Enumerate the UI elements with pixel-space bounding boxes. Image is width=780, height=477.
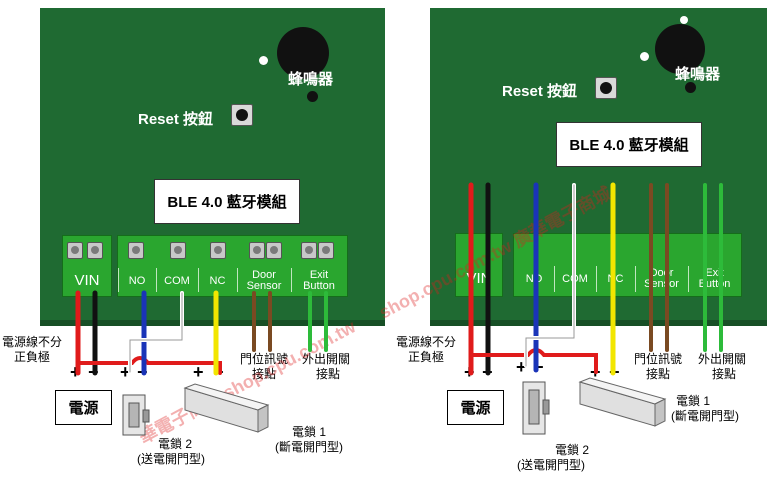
lock2-strike-icon-right <box>522 381 550 435</box>
red-bus-wire <box>76 356 222 375</box>
exit-note-right-1: 外出開關 <box>698 352 747 366</box>
door-sensor-label-right-2: Sensor <box>644 278 679 290</box>
exit-screw-1 <box>301 242 317 259</box>
buzzer-icon <box>277 27 329 79</box>
exit-screw-2 <box>318 242 334 259</box>
lock2-label-right-1: 電鎖 2 <box>555 443 590 457</box>
door-signal-note-1: 門位訊號 <box>240 352 289 366</box>
power-wire-note-2: 正負極 <box>14 350 51 364</box>
lock1-maglock-icon-right <box>578 377 667 427</box>
nc-label: NC <box>209 275 226 287</box>
power-supply-label-right: 電源 <box>460 400 491 417</box>
ble-module-box-right: BLE 4.0 藍牙模組 <box>556 122 702 167</box>
exit-note-2: 接點 <box>316 367 341 381</box>
ble-module-label: BLE 4.0 藍牙模組 <box>167 194 287 211</box>
vin-screw-1 <box>67 242 83 259</box>
door-sensor-label-1: Door <box>252 269 276 281</box>
ble-module-box: BLE 4.0 藍牙模組 <box>154 179 300 224</box>
power-supply-box: 電源 <box>55 390 112 425</box>
com-screw <box>170 242 186 259</box>
vin-terminal: VIN <box>62 235 112 297</box>
buzzer-icon <box>655 24 705 74</box>
vin-terminal-right: VIN <box>455 233 503 297</box>
power-wire-note-1: 電源線不分 <box>2 335 63 349</box>
buzzer-hole-icon-2 <box>680 16 688 24</box>
buzzer-pin-icon <box>685 82 696 93</box>
lock1-label-right-1: 電鎖 1 <box>676 394 711 408</box>
lock2-plus: + <box>120 362 131 382</box>
vin-label: VIN <box>74 272 100 289</box>
reset-label: Reset 按鈕 <box>138 111 214 128</box>
door-sensor-label-2: Sensor <box>246 280 282 292</box>
buzzer-hole-icon <box>640 52 649 61</box>
right-wires <box>468 182 723 376</box>
buzzer-label: 蜂鳴器 <box>288 71 334 88</box>
exit-button-label-right-2: Button <box>698 278 731 290</box>
left-diagram: 蜂鳴器 Reset 按鈕 BLE 4.0 藍牙模組 VIN NO COM NC … <box>2 8 385 466</box>
door-screw-2 <box>266 242 282 259</box>
lock2-label-1: 電鎖 2 <box>158 437 193 451</box>
door-signal-note-right-1: 門位訊號 <box>634 352 683 366</box>
lock2-label-2: (送電開門型) <box>137 452 205 466</box>
no-label: NO <box>128 275 146 287</box>
door-signal-note-2: 接點 <box>252 367 277 381</box>
com-label: COM <box>164 275 190 287</box>
left-wires <box>75 290 328 376</box>
io-terminal: NO COM NC Door Sensor Exit Button <box>117 235 348 297</box>
door-signal-note-right-2: 接點 <box>646 367 671 381</box>
com-white-wire-right <box>524 183 576 368</box>
power-wire-note-right-2: 正負極 <box>408 350 445 364</box>
vin-screw-2 <box>87 242 103 259</box>
exit-button-label-1: Exit <box>309 269 329 281</box>
power-wire-note-right-1: 電源線不分 <box>396 335 457 349</box>
exit-note-right-2: 接點 <box>712 367 737 381</box>
door-sensor-label-right-1: Door <box>649 267 674 279</box>
lock1-label-right-2: (斷電開門型) <box>671 409 739 423</box>
lock1-maglock-icon <box>183 383 270 433</box>
ble-module-label-right: BLE 4.0 藍牙模組 <box>569 137 689 154</box>
lock2-label-right-2: (送電開門型) <box>517 458 585 472</box>
reset-label-right: Reset 按鈕 <box>502 83 578 100</box>
power-supply-label: 電源 <box>68 400 99 417</box>
lock1-label-1: 電鎖 1 <box>292 425 327 439</box>
lock2-plus-right: + <box>516 357 527 377</box>
exit-button-label-2: Button <box>303 280 335 292</box>
psu-plus: + <box>70 362 81 382</box>
door-screw-1 <box>249 242 265 259</box>
buzzer-pin-icon <box>307 91 318 102</box>
com-white-wire-outline <box>129 292 183 373</box>
power-supply-box-right: 電源 <box>447 390 504 425</box>
lock1-label-2: (斷電開門型) <box>275 440 343 454</box>
lock2-strike-icon <box>122 394 150 436</box>
exit-note-1: 外出開關 <box>302 352 351 366</box>
nc-screw <box>210 242 226 259</box>
buzzer-label-right: 蜂鳴器 <box>675 66 721 83</box>
reset-button-icon <box>231 104 253 126</box>
lock1-plus: + <box>193 362 204 382</box>
buzzer-hole-icon <box>259 56 268 65</box>
no-screw <box>128 242 144 259</box>
exit-button-label-right-1: Exit <box>705 267 724 279</box>
com-white-wire-right-outline <box>525 184 575 367</box>
reset-button-icon <box>595 77 617 99</box>
